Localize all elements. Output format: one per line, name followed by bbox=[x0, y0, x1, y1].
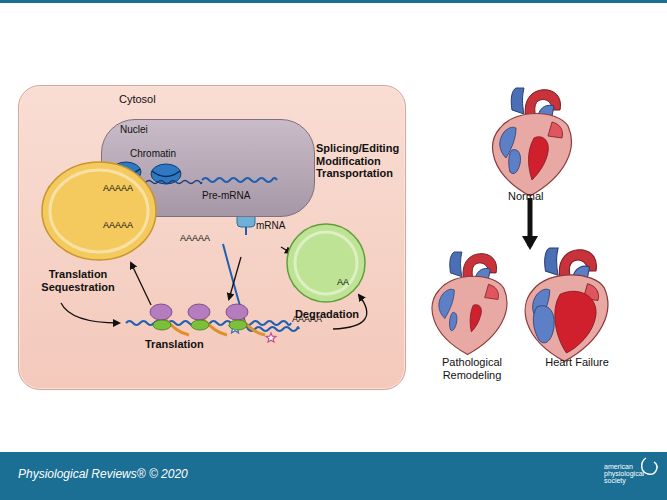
node-text: AA bbox=[337, 277, 349, 287]
progression-arrow bbox=[528, 198, 533, 246]
footer-bar bbox=[0, 452, 667, 500]
label: mRNA bbox=[256, 220, 285, 232]
ribosome-large bbox=[226, 304, 248, 320]
node-text: Pre-mRNA bbox=[202, 190, 250, 202]
ribosome-small bbox=[191, 320, 209, 330]
label: Pathological Remodeling bbox=[420, 356, 524, 381]
degradation-body-outline bbox=[286, 223, 366, 303]
flow-arrow bbox=[131, 263, 151, 305]
degradation-body-fill bbox=[287, 224, 365, 302]
modification-star bbox=[266, 333, 276, 342]
exporting-mrna bbox=[245, 227, 247, 235]
failing-heart bbox=[525, 248, 608, 361]
dna-wrap bbox=[152, 171, 180, 177]
label: Splicing/Editing Modification Transporta… bbox=[316, 142, 404, 180]
ribosome-small bbox=[153, 320, 171, 330]
sequestration-granule-outline bbox=[41, 161, 157, 261]
node-text: Nuclei bbox=[120, 124, 148, 136]
flow-arrow bbox=[61, 303, 119, 323]
footer-text: Physiological Reviews® © 2020 bbox=[18, 468, 188, 482]
label: Normal bbox=[508, 190, 543, 203]
node-text: Cytosol bbox=[119, 93, 156, 106]
footer-text: american physiological society bbox=[604, 463, 644, 484]
label: Translation Sequestration bbox=[24, 268, 132, 293]
sequestration-granule-sheen bbox=[50, 170, 148, 252]
cytosol-panel: CytosolNucleiChromatinPre-mRNAAAAAAAAAAA… bbox=[18, 85, 406, 390]
sequestration-granule: AAAAA AAAAA bbox=[41, 161, 157, 261]
label: AAAAA bbox=[180, 233, 210, 243]
node-text: AAAAA bbox=[103, 220, 133, 230]
node-text: AAAAA bbox=[103, 183, 133, 193]
nucleosome bbox=[151, 164, 181, 184]
ribosome-large bbox=[188, 304, 210, 320]
normal-heart bbox=[493, 88, 572, 196]
ribosome-large bbox=[150, 304, 172, 320]
ribosome-small bbox=[229, 320, 247, 330]
label: AAAAA bbox=[292, 314, 322, 324]
degradation-body-sheen bbox=[295, 232, 357, 294]
sequestration-granule-fill bbox=[42, 162, 156, 260]
pre-mrna-strand bbox=[202, 178, 277, 182]
remodeled-heart bbox=[432, 252, 507, 355]
label: Translation bbox=[145, 338, 204, 351]
degradation-body: AADegradation bbox=[286, 223, 366, 303]
label: Heart Failure bbox=[532, 356, 622, 369]
flow-arrow bbox=[229, 257, 241, 299]
node-text: Chromatin bbox=[130, 148, 176, 160]
